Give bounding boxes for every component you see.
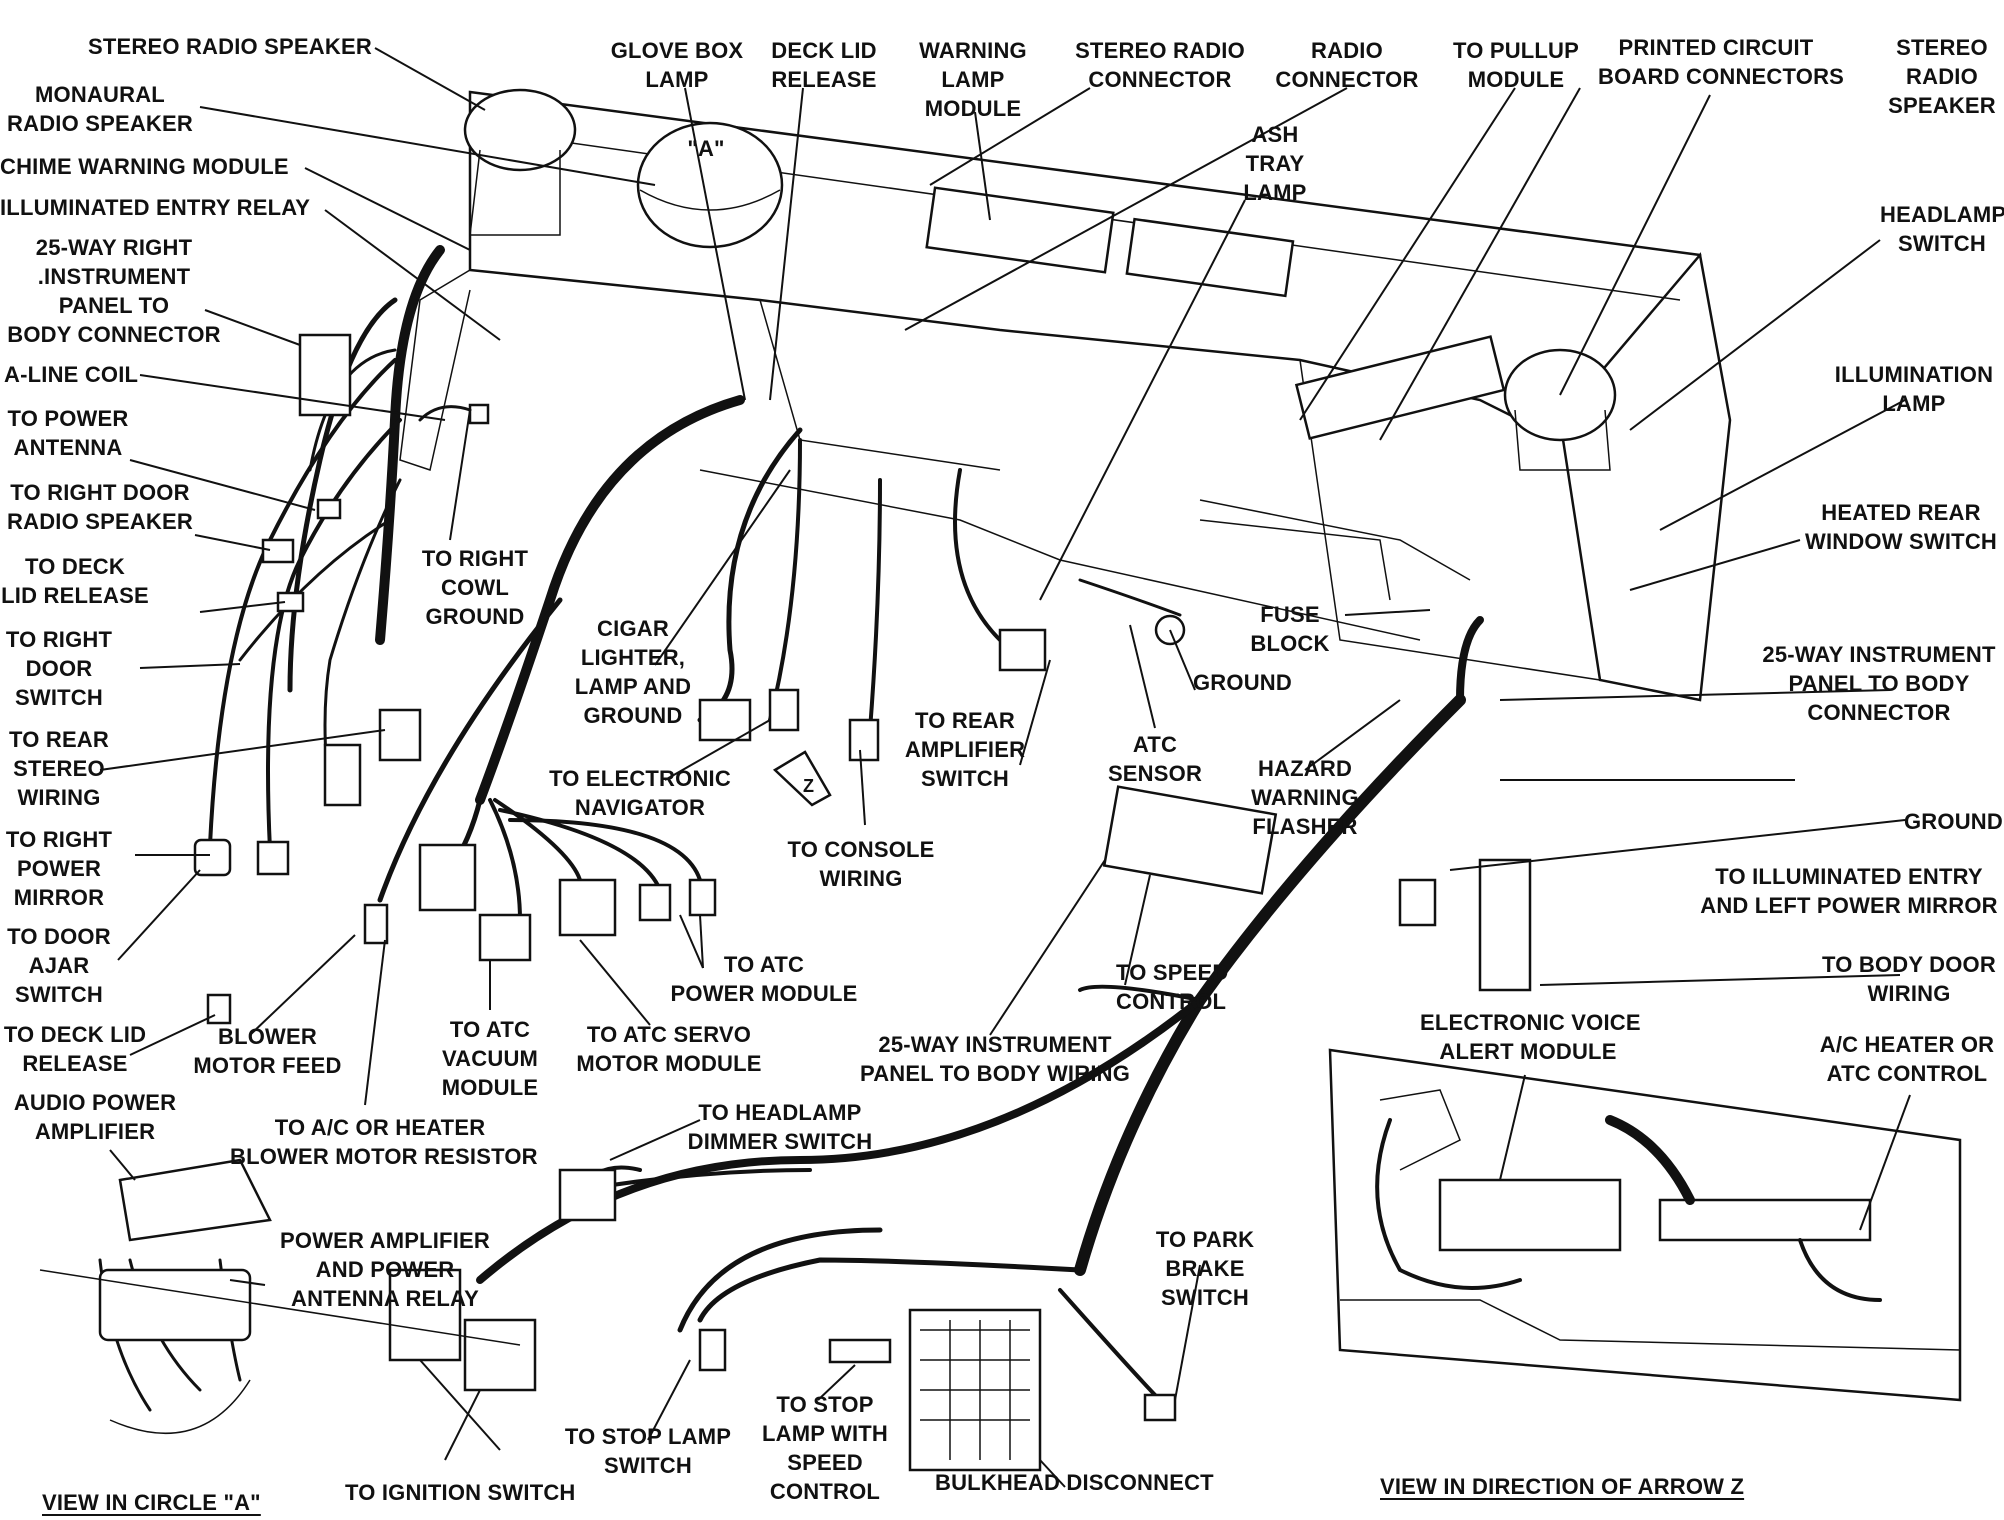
label-to-right-cowl-ground: TO RIGHT COWL GROUND [421,546,529,629]
label-ground-right: GROUND [1904,809,2003,834]
label-to-body-door-wiring: TO BODY DOOR WIRING [1822,952,1996,1006]
label-hazard-warning-flasher: HAZARD WARNING FLASHER [1251,756,1359,839]
inset-circle-a [39,1158,521,1435]
label-headlamp-switch: HEADLAMP SWITCH [1880,202,2004,256]
label-illumination-lamp: ILLUMINATION LAMP [1834,362,1994,416]
label-heated-rear-window-switch: HEATED REAR WINDOW SWITCH [1804,500,1997,554]
label-cigar-lighter-lamp-ground: CIGAR LIGHTER, LAMP AND GROUND [574,616,692,728]
label-fuse-block: FUSE BLOCK [1250,602,1330,656]
stereo-speaker-left [463,88,577,236]
label-radio-connector: RADIO CONNECTOR [1275,38,1419,92]
label-stereo-radio-speaker-right: STEREO RADIO SPEAKER [1888,35,1996,118]
label-to-speed-control: TO SPEED CONTROL [1116,960,1229,1014]
label-to-illuminated-entry-left-mirror: TO ILLUMINATED ENTRY AND LEFT POWER MIRR… [1700,864,1998,918]
label-to-console-wiring: TO CONSOLE WIRING [787,837,935,891]
label-view-in-circle-a: VIEW IN CIRCLE "A" [42,1490,261,1515]
label-25-way-instrument-panel-connector: 25-WAY INSTRUMENT PANEL TO BODY CONNECTO… [1762,642,1996,725]
inset-arrow-z [1328,1048,1962,1402]
label-blower-motor-feed: BLOWER MOTOR FEED [193,1024,342,1078]
label-25-way-right-connector: 25-WAY RIGHT .INSTRUMENT PANEL TO BODY C… [7,235,221,347]
label-to-electronic-navigator: TO ELECTRONIC NAVIGATOR [549,766,731,820]
label-to-door-ajar-switch: TO DOOR AJAR SWITCH [7,924,111,1007]
label-ground-center: GROUND [1193,670,1292,695]
leader-lines [99,47,1911,1488]
label-deck-lid-release: DECK LID RELEASE [771,38,877,92]
label-to-ignition-switch: TO IGNITION SWITCH [345,1480,576,1505]
lower-harness [388,616,1532,1472]
label-atc-sensor: ATC SENSOR [1107,732,1203,786]
center-harness [363,395,1186,962]
label-to-right-power-mirror: TO RIGHT POWER MIRROR [5,827,113,910]
label-to-park-brake-switch: TO PARK BRAKE SWITCH [1155,1227,1255,1310]
label-to-blower-motor-resistor: TO A/C OR HEATER BLOWER MOTOR RESISTOR [230,1115,538,1169]
label-circle-a-marker: "A" [687,136,725,161]
label-a-line-coil: A-LINE COIL [4,362,139,387]
label-to-headlamp-dimmer-switch: TO HEADLAMP DIMMER SWITCH [687,1100,873,1154]
label-stereo-radio-connector: STEREO RADIO CONNECTOR [1075,38,1245,92]
label-ash-tray-lamp: ASH TRAY LAMP [1243,122,1307,205]
label-to-right-door-radio-speaker: TO RIGHT DOOR RADIO SPEAKER [7,480,193,534]
monaural-speaker [636,121,784,249]
label-electronic-voice-alert-module: ELECTRONIC VOICE ALERT MODULE [1420,1010,1641,1064]
label-to-deck-lid-release-left: TO DECK LID RELEASE [1,554,149,608]
label-arrow-z: Z [803,776,815,796]
label-to-rear-stereo-wiring: TO REAR STEREO WIRING [8,727,109,810]
label-to-right-door-switch: TO RIGHT DOOR SWITCH [5,627,113,710]
label-to-stop-lamp-switch: TO STOP LAMP SWITCH [564,1424,732,1478]
label-illuminated-entry-relay: ILLUMINATED ENTRY RELAY [0,195,311,220]
label-chime-warning-module: CHIME WARNING MODULE [0,154,289,179]
label-bulkhead-disconnect: BULKHEAD DISCONNECT [935,1470,1214,1495]
arrow-z-icon [772,750,832,807]
label-printed-circuit-board-connectors: PRINTED CIRCUIT BOARD CONNECTORS [1598,35,1845,89]
label-to-deck-lid-release-bottom: TO DECK LID RELEASE [3,1022,147,1076]
label-to-stop-lamp-speed-control: TO STOP LAMP WITH SPEED CONTROL [761,1392,889,1504]
label-to-atc-vacuum-module: TO ATC VACUUM MODULE [441,1017,539,1100]
label-audio-power-amplifier: AUDIO POWER AMPLIFIER [13,1090,177,1144]
label-to-rear-amplifier-switch: TO REAR AMPLIFIER SWITCH [904,708,1026,791]
label-25-way-instrument-panel-wiring: 25-WAY INSTRUMENT PANEL TO BODY WIRING [859,1032,1131,1086]
label-view-in-direction-of-arrow-z: VIEW IN DIRECTION OF ARROW Z [1380,1474,1745,1499]
label-to-power-antenna: TO POWER ANTENNA [7,406,129,460]
label-to-atc-servo-motor-module: TO ATC SERVO MOTOR MODULE [576,1022,762,1076]
label-glove-box-lamp: GLOVE BOX LAMP [610,38,744,92]
label-power-amplifier-relay: POWER AMPLIFIER AND POWER ANTENNA RELAY [280,1228,490,1311]
label-to-pullup-module: TO PULLUP MODULE [1452,38,1580,92]
label-warning-lamp-module: WARNING LAMP MODULE [919,38,1027,121]
label-monaural-radio-speaker: MONAURAL RADIO SPEAKER [7,82,193,136]
label-stereo-radio-speaker-left: STEREO RADIO SPEAKER [88,34,372,59]
label-to-atc-power-module: TO ATC POWER MODULE [670,952,858,1006]
label-ac-heater-or-atc-control: A/C HEATER OR ATC CONTROL [1819,1032,1995,1086]
